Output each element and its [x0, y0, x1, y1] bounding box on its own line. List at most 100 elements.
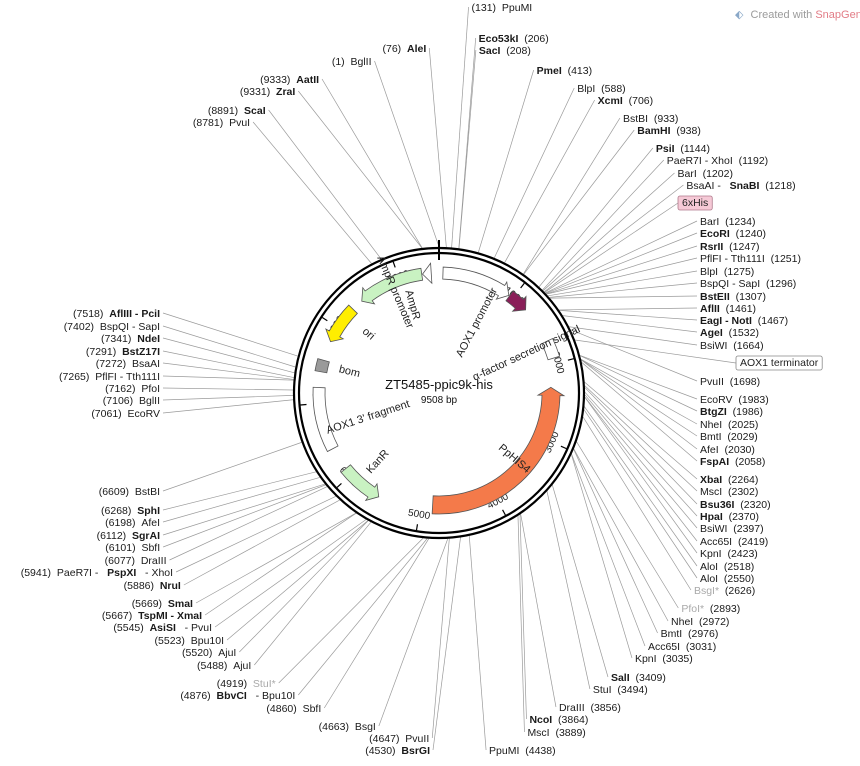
site-label-part: (5545) — [113, 622, 143, 634]
site-label-part: (2518) — [718, 561, 754, 573]
site-label: (4876) BbvCI - Bpu10I — [180, 690, 295, 702]
site-label-part: Acc65I — [700, 536, 732, 548]
site-label-part: (7265) — [59, 371, 89, 383]
site-label: Bsu36I (2320) — [700, 499, 771, 511]
feature-pphis4 — [431, 386, 566, 515]
site-label-part: (4919) — [217, 678, 247, 690]
site-label-part: PfoI — [135, 383, 160, 395]
site-label: KpnI (3035) — [635, 653, 693, 665]
leader-line — [298, 90, 423, 249]
site-label-part: SacI — [479, 45, 501, 57]
site-label: (5669) SmaI — [132, 598, 193, 610]
site-label-part: (2397) — [727, 523, 763, 535]
leader-line — [544, 184, 684, 293]
site-label-part: AflII — [700, 303, 720, 315]
feature-box-label: AOX1 terminator — [740, 357, 819, 369]
leader-line — [239, 520, 369, 653]
site-label: (6112) SgrAI — [97, 530, 160, 542]
leader-line — [378, 538, 449, 727]
leader-line — [559, 310, 698, 321]
site-label: (7402) BspQI - SapI — [64, 321, 160, 333]
site-label-part: (1664) — [727, 340, 763, 352]
site-label-part: Eco53kI — [479, 33, 519, 45]
site-label: (4919) StuI* — [217, 678, 276, 690]
site-label-part: - PvuI — [176, 622, 212, 634]
site-label: FspAI (2058) — [700, 456, 765, 468]
site-label-part: AleI — [401, 43, 426, 55]
site-label-part: (3494) — [612, 684, 648, 696]
leader-line — [162, 362, 294, 380]
site-label: BsiWI (2397) — [700, 523, 764, 535]
leader-line — [545, 232, 698, 294]
site-label: (6198) AfeI — [105, 517, 160, 529]
leader-line — [584, 397, 698, 554]
site-label-part: NruI — [154, 580, 181, 592]
site-label: BsiWI (1664) — [700, 340, 764, 352]
leader-line — [195, 512, 357, 604]
site-label: (7265) PflFI - Tth111I — [59, 371, 160, 383]
site-label-part: EcoRI — [700, 228, 730, 240]
site-label-part: (7291) — [86, 346, 116, 358]
site-label-part: (1) — [332, 56, 345, 68]
site-label-part: (3035) — [657, 653, 693, 665]
site-label: (7518) AflIII - PciI — [73, 308, 160, 320]
site-label-part: StuI — [593, 684, 612, 696]
site-label: (4647) PvuII — [369, 733, 429, 745]
leader-line — [547, 270, 698, 297]
site-label-part: BmtI — [700, 431, 722, 443]
site-label-part: BsgI* — [694, 585, 719, 597]
site-label: PmeI (413) — [537, 65, 592, 77]
site-label: (9333) AatII — [260, 74, 319, 86]
site-label: AfeI (2030) — [700, 444, 755, 456]
ring-tick — [520, 282, 525, 289]
site-label-part: BstBI — [623, 113, 648, 125]
site-label: RsrII (1247) — [700, 241, 760, 253]
site-label-part: (2264) — [722, 474, 758, 486]
leader-line — [538, 147, 654, 287]
site-label-part: BstBI — [129, 486, 160, 498]
site-label-part: (2029) — [722, 431, 758, 443]
leader-line — [542, 172, 675, 291]
site-label-part: (1467) — [752, 315, 788, 327]
ring-tick — [560, 445, 567, 450]
site-label-part: (2423) — [722, 548, 758, 560]
leader-line — [584, 394, 698, 529]
site-label: BlpI (1275) — [700, 266, 754, 278]
site-label: (131) PpuMI — [472, 2, 533, 14]
credit-brand: SnapGene — [815, 9, 860, 21]
site-label: EcoRV (1983) — [700, 394, 769, 406]
site-label-part: (2370) — [723, 511, 759, 523]
site-label: (6077) DraIII — [105, 555, 167, 567]
site-label-part: KpnI — [635, 653, 657, 665]
feature-aox1-terminator — [541, 337, 561, 361]
site-label: AloI (2550) — [700, 573, 754, 585]
site-label: BtgZI (1986) — [700, 406, 763, 418]
leader-line — [519, 514, 527, 720]
site-label-part: ZraI — [270, 86, 295, 98]
feature-ampr — [361, 267, 424, 305]
leader-line — [559, 307, 698, 311]
site-label-part: PflFI - Tth111I — [700, 253, 765, 265]
leader-line — [573, 448, 669, 622]
site-label-part: PvuI — [223, 117, 250, 129]
site-label-part: (7402) — [64, 321, 94, 333]
site-label-part: StuI* — [247, 678, 276, 690]
site-label: XbaI (2264) — [700, 474, 758, 486]
site-label-part: - XhoI — [136, 567, 173, 579]
site-label-part: (7106) — [103, 395, 133, 407]
leader-line — [576, 441, 679, 609]
leader-line — [552, 484, 609, 678]
site-label-part: (8891) — [208, 105, 238, 117]
leader-line — [580, 359, 698, 437]
site-label-part: NdeI — [131, 333, 160, 345]
leader-line — [580, 359, 698, 425]
leader-line — [169, 486, 328, 561]
site-label-part: (1144) — [675, 143, 710, 155]
site-label: (5941) PaeR7I - PspXI - XhoI — [21, 567, 173, 579]
site-label: BsgI* (2626) — [694, 585, 755, 597]
credit-text: ⬖ Created with SnapGene ® — [735, 9, 860, 21]
site-label-part: (131) — [472, 2, 497, 14]
leader-line — [580, 355, 698, 412]
site-label-part: (1983) — [733, 394, 769, 406]
